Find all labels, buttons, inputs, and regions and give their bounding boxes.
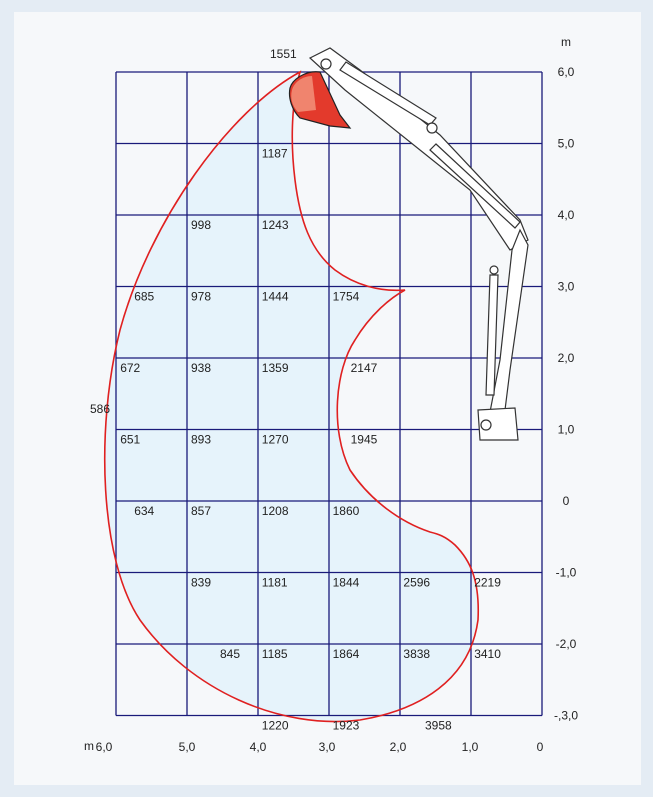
cell-value: 2147 (351, 361, 378, 375)
pivot-pin (426, 122, 438, 134)
cell-value: 998 (191, 218, 211, 232)
cell-value: 685 (134, 290, 154, 304)
pivot-pin (489, 265, 499, 275)
cell-value: 1923 (333, 719, 360, 733)
pivot-pin (320, 58, 332, 70)
cell-value: 1844 (333, 576, 360, 590)
cell-value: 1220 (262, 719, 289, 733)
x-tick-label: 4,0 (250, 740, 267, 754)
cell-value: 3838 (403, 647, 430, 661)
cell-value: 1444 (262, 290, 289, 304)
cell-value: 938 (191, 361, 211, 375)
cell-value: 1270 (262, 433, 289, 447)
y-tick-label: -1,0 (556, 566, 577, 580)
cell-value: 1208 (262, 504, 289, 518)
cell-value: 893 (191, 433, 211, 447)
boom-base (477, 407, 519, 441)
cell-value: 1359 (262, 361, 289, 375)
y-tick-label: 3,0 (558, 280, 575, 294)
x-tick-label: 5,0 (179, 740, 196, 754)
cell-value: 1187 (262, 147, 288, 161)
y-unit-label: m (561, 35, 571, 49)
cell-value: 1185 (262, 647, 288, 661)
y-tick-label: 0 (563, 494, 570, 508)
y-tick-label: 6,0 (558, 65, 575, 79)
x-unit-label: m (84, 739, 94, 753)
arm-cylinder-mid (429, 143, 521, 229)
cell-value: 634 (134, 504, 154, 518)
cell-value: 2219 (474, 576, 501, 590)
cell-value: 845 (220, 647, 240, 661)
x-tick-label: 3,0 (319, 740, 336, 754)
y-tick-label: 5,0 (558, 137, 575, 151)
cell-value: 1551 (270, 47, 297, 61)
y-tick-label: 1,0 (558, 423, 575, 437)
cell-value: 978 (191, 290, 211, 304)
cell-value: 1754 (333, 290, 360, 304)
y-tick-label: 2,0 (558, 351, 575, 365)
arm-cylinder-upper (339, 61, 437, 126)
cell-value: 839 (191, 576, 211, 590)
x-tick-label: 2,0 (390, 740, 407, 754)
boom-cylinder (485, 274, 499, 396)
bucket (288, 71, 352, 129)
cell-value: 1243 (262, 218, 289, 232)
excavator-arm (308, 47, 529, 441)
cell-value: 3958 (425, 719, 452, 733)
cell-value: 651 (120, 433, 140, 447)
labels: 6,0 5,0 4,0 3,0 2,0 1,0 0 6,0 5,0 4,0 3,0 2,0 1,0 0 -1… (84, 35, 578, 754)
cell-value: 1945 (351, 433, 378, 447)
cell-value: 857 (191, 504, 211, 518)
y-tick-label: -,3,0 (554, 709, 578, 723)
bucket-highlight (291, 76, 316, 112)
reach-envelope-fill (104, 72, 479, 722)
cell-value: 586 (90, 402, 110, 416)
cell-value: 1864 (333, 647, 360, 661)
x-tick-label: 0 (537, 740, 544, 754)
cell-value: 672 (120, 361, 140, 375)
grid (115, 71, 543, 717)
x-tick-label: 6,0 (96, 740, 113, 754)
reach-envelope-line (103, 70, 480, 723)
y-tick-label: 4,0 (558, 208, 575, 222)
cell-value: 3410 (474, 647, 501, 661)
pivot-pin (480, 419, 492, 431)
cell-value: 2596 (403, 576, 430, 590)
arm-stick (308, 47, 529, 251)
x-tick-label: 1,0 (462, 740, 479, 754)
y-tick-label: -2,0 (556, 637, 577, 651)
cell-value: 1181 (262, 576, 288, 590)
cell-value: 1860 (333, 504, 360, 518)
